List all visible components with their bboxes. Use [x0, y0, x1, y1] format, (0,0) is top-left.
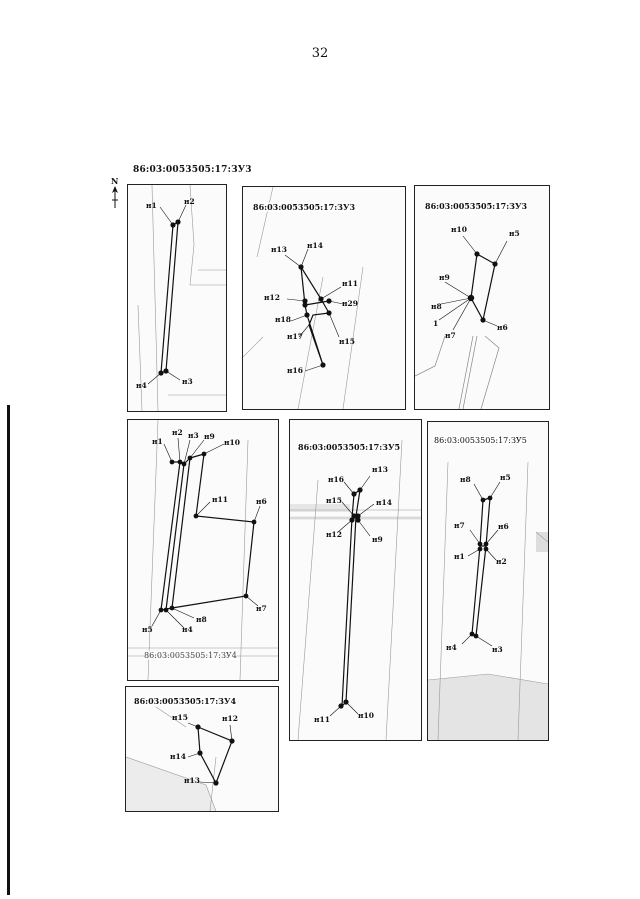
point-label: н11 [342, 279, 358, 288]
panel-title: 86:03:0053505:17:ЗУ3 [253, 202, 356, 212]
point-label: н10 [224, 438, 240, 447]
point-label: н5 [500, 473, 511, 482]
point-label: н7 [454, 521, 465, 530]
point-label: н8 [196, 615, 207, 624]
point-label: н3 [188, 431, 199, 440]
map-panel-2-drawing [243, 187, 364, 409]
point-label: н11 [314, 715, 330, 724]
panel-title: 86:03:0053505:17:ЗУ5 [298, 442, 401, 452]
point-label: н1 [146, 201, 157, 210]
point-label: н13 [271, 245, 287, 254]
map-panel-3: 86:03:0053505:17:ЗУ3 н10 н5 н9 н8 1 н7 н… [414, 185, 550, 410]
point-label: 1 [433, 319, 439, 328]
map-panel-6: 86:03:0053505:17:ЗУ5 н8 н5 н7 н6 н1 н2 н… [427, 421, 549, 741]
panel-title: 86:03:0053505:17:ЗУ5 [434, 436, 527, 445]
point-label: н8 [460, 475, 471, 484]
point-label: н2 [184, 197, 195, 206]
point-label: н6 [498, 522, 509, 531]
point-label: н6 [497, 323, 508, 332]
point-label: н14 [307, 241, 323, 250]
panel-title: 86:03:0053505:17:ЗУ3 [425, 201, 528, 211]
panel-title: 86:03:0053505:17:ЗУ4 [144, 651, 237, 660]
map-panel-7-drawing [126, 706, 235, 811]
point-label: н10 [358, 711, 374, 720]
point-label: н1 [454, 552, 465, 561]
point-label: н13 [184, 776, 200, 785]
point-label: н3 [492, 645, 503, 654]
point-label: н12 [326, 530, 342, 539]
point-label: н9 [204, 432, 215, 441]
point-label: н2 [172, 428, 183, 437]
point-label: н9 [439, 273, 450, 282]
map-panel-2: 86:03:0053505:17:ЗУ3 н13 н14 н11 н12 н29… [242, 186, 406, 410]
point-label: н12 [264, 293, 280, 302]
north-arrow-icon: N [110, 176, 120, 210]
map-panel-1: н1 н2 н3 н4 [127, 184, 227, 412]
point-label: н7 [445, 331, 456, 340]
point-label: н15 [172, 713, 188, 722]
panel-title: 86:03:0053505:17:ЗУ4 [134, 696, 237, 706]
point-label: н5 [142, 625, 153, 634]
point-label: н14 [170, 752, 186, 761]
point-label: н16 [328, 475, 344, 484]
point-label: н16 [287, 366, 303, 375]
north-letter: N [111, 176, 119, 186]
point-label: н12 [222, 714, 238, 723]
point-label: н13 [372, 465, 388, 474]
point-label: н4 [136, 381, 147, 390]
map-panel-5: 86:03:0053505:17:ЗУ5 н16 н13 н15 н14 н12… [289, 419, 422, 741]
point-label: н5 [509, 229, 520, 238]
map-panel-4: н1 н2 н3 н9 н10 н11 н6 н7 н8 н5 н4 86:03… [127, 419, 279, 681]
page-number: 32 [311, 46, 329, 61]
point-label: н2 [496, 557, 507, 566]
point-label: н18 [275, 315, 291, 324]
point-label: н4 [446, 643, 457, 652]
map-panel-1-drawing [137, 185, 226, 411]
point-label: н3 [182, 377, 193, 386]
point-label: н1 [152, 437, 163, 446]
map-panel-5-drawing [290, 439, 421, 740]
point-label: н29 [342, 299, 358, 308]
point-label: н6 [256, 497, 267, 506]
point-label: н11 [212, 495, 228, 504]
margin-bar [7, 405, 10, 895]
point-label: н4 [182, 625, 193, 634]
point-label: н14 [376, 498, 392, 507]
point-label: н9 [372, 535, 383, 544]
point-label: н15 [326, 496, 342, 505]
point-label: н15 [339, 337, 355, 346]
map-panel-3-drawing [415, 235, 508, 409]
point-label: н17 [287, 332, 303, 341]
point-label: н8 [431, 302, 442, 311]
figure-label: 86:03:0053505:17:ЗУ3 [133, 165, 252, 175]
map-panel-7: 86:03:0053505:17:ЗУ4 н15 н12 н14 н13 [125, 686, 279, 812]
map-panel-6-drawing [428, 461, 548, 740]
point-label: н7 [256, 604, 267, 613]
map-panel-4-drawing [128, 420, 278, 680]
point-label: н10 [451, 225, 467, 234]
